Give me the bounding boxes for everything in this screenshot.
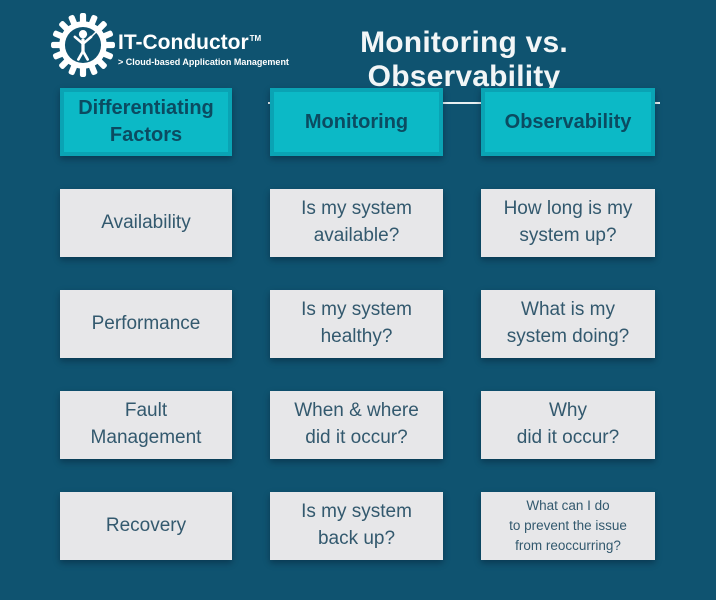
- gear-conductor-icon: [51, 13, 115, 77]
- cell-observability-recovery: What can I do to prevent the issue from …: [481, 492, 655, 560]
- cell-observability-availability: How long is my system up?: [481, 189, 655, 257]
- cell-factor-fault-management: Fault Management: [60, 391, 232, 459]
- cell-monitoring-availability: Is my system available?: [270, 189, 443, 257]
- cell-monitoring-recovery: Is my system back up?: [270, 492, 443, 560]
- cell-monitoring-fault-management: When & where did it occur?: [270, 391, 443, 459]
- cell-observability-performance: What is my system doing?: [481, 290, 655, 358]
- cell-observability-fault-management: Why did it occur?: [481, 391, 655, 459]
- brand-name: IT-ConductorTM: [118, 32, 289, 53]
- cell-factor-recovery: Recovery: [60, 492, 232, 560]
- comparison-table: Differentiating Factors Monitoring Obser…: [60, 88, 655, 560]
- cell-factor-availability: Availability: [60, 189, 232, 257]
- cell-monitoring-performance: Is my system healthy?: [270, 290, 443, 358]
- logo-text-block: IT-ConductorTM > Cloud-based Application…: [118, 32, 289, 67]
- cell-factor-performance: Performance: [60, 290, 232, 358]
- brand-name-label: IT-Conductor: [118, 31, 249, 54]
- brand-tagline: > Cloud-based Application Management: [118, 57, 289, 67]
- column-header-observability: Observability: [481, 88, 655, 156]
- brand-trademark: TM: [249, 34, 262, 43]
- it-conductor-logo: IT-ConductorTM > Cloud-based Application…: [50, 12, 289, 78]
- page-title: Monitoring vs. Observability: [268, 26, 660, 104]
- column-header-factors: Differentiating Factors: [60, 88, 232, 156]
- column-header-monitoring: Monitoring: [270, 88, 443, 156]
